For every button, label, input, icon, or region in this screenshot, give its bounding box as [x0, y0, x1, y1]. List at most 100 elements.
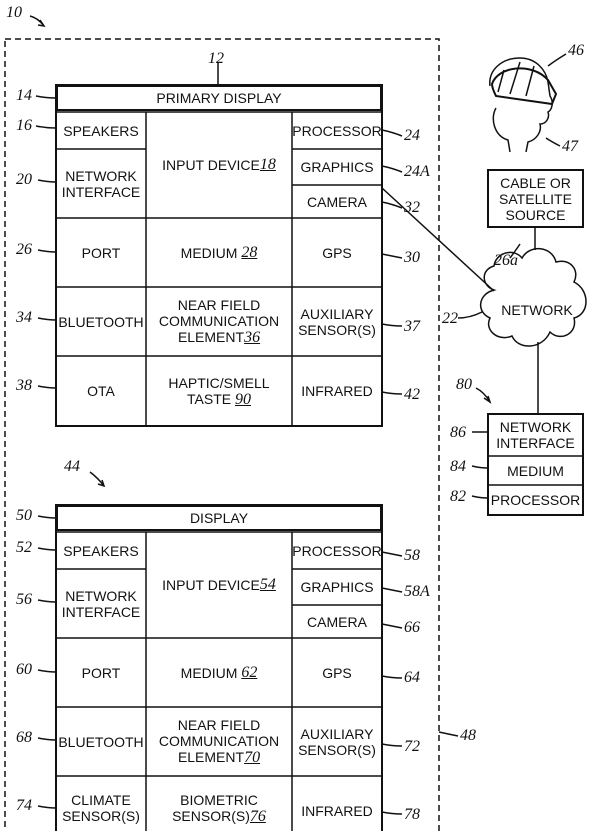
server-box: [487, 413, 584, 516]
server-ni-label-1: NETWORK: [499, 419, 572, 435]
ref-ota: 38: [16, 377, 32, 394]
nfc-block-2: NEAR FIELD COMMUNICATION ELEMENT70: [146, 707, 292, 776]
graphics-label: GRAPHICS: [300, 159, 374, 175]
nfc-label-1: NEAR FIELD: [177, 297, 261, 313]
ref-speakers-1: 16: [16, 117, 32, 134]
camera-label: CAMERA: [307, 193, 367, 210]
infrared-label: INFRARED: [301, 803, 373, 819]
ref-second-device: 44: [64, 458, 80, 475]
ref-camera-2: 66: [404, 619, 420, 636]
network-label: NETWORK: [501, 302, 573, 318]
aux-sensor-block-2: AUXILIARY SENSOR(S): [292, 707, 382, 776]
ref-headset-user: 47: [562, 138, 578, 155]
camera-block-1: CAMERA: [292, 185, 382, 218]
nfc-block-1: NEAR FIELD COMMUNICATION ELEMENT36: [146, 287, 292, 356]
processor-block-1: PROCESSOR: [292, 112, 382, 149]
server-medium-block: MEDIUM: [488, 456, 583, 485]
medium-block-2: MEDIUM 62: [146, 638, 292, 707]
ref-network: 22: [442, 310, 458, 327]
medium-label: MEDIUM: [180, 664, 238, 681]
ref-primary-device: 12: [208, 50, 224, 67]
aux-label-1: AUXILIARY: [300, 725, 374, 742]
ref-server-processor: 82: [450, 488, 466, 505]
haptic-label-2: TASTE: [187, 390, 232, 407]
nfc-label-1: NEAR FIELD: [177, 717, 261, 733]
camera-block-2: CAMERA: [292, 605, 382, 638]
biometric-ref: 76: [249, 808, 266, 825]
aux-label-1: AUXILIARY: [300, 305, 374, 322]
ref-network-interface-1: 20: [16, 171, 32, 188]
cable-label-1: CABLE OR: [500, 174, 571, 191]
ref-port-1: 26: [16, 241, 32, 258]
gps-label: GPS: [322, 244, 352, 261]
ref-infrared-1: 42: [404, 386, 420, 403]
speakers-label: SPEAKERS: [63, 122, 139, 139]
aux-sensor-block-1: AUXILIARY SENSOR(S): [292, 287, 382, 356]
medium-block-1: MEDIUM 28: [146, 218, 292, 287]
ref-server-network-interface: 86: [450, 424, 466, 441]
cable-label-2: SATELLITE: [499, 190, 572, 207]
server-network-interface-block: NETWORK INTERFACE: [488, 414, 583, 456]
ref-infrared-2: 78: [404, 806, 420, 823]
haptic-label-1: HAPTIC/SMELL: [168, 374, 270, 391]
graphics-label: GRAPHICS: [300, 579, 374, 595]
ref-camera-1: 32: [404, 199, 420, 216]
network-interface-label-1: NETWORK: [65, 587, 137, 604]
graphics-block-1: GRAPHICS: [292, 149, 382, 185]
display-block-2: DISPLAY: [56, 505, 382, 531]
ref-display-2: 50: [16, 507, 32, 524]
biometric-label-1: BIOMETRIC: [180, 792, 258, 808]
processor-label: PROCESSOR: [292, 542, 382, 559]
system-frame: [4, 38, 440, 831]
climate-block: CLIMATE SENSOR(S): [56, 776, 146, 831]
input-device-label: INPUT DEVICE: [162, 157, 260, 173]
network-interface-block-1: NETWORK INTERFACE: [56, 149, 146, 218]
nfc-label-3: ELEMENT: [177, 329, 245, 345]
gps-label: GPS: [322, 664, 352, 681]
cable-source-box: [487, 169, 584, 228]
ref-server: 80: [456, 376, 472, 393]
ref-aux-2: 72: [404, 738, 420, 755]
primary-display-label: PRIMARY DISPLAY: [156, 90, 282, 106]
primary-display-block: PRIMARY DISPLAY: [56, 85, 382, 111]
cable-source-block: CABLE OR SATELLITE SOURCE: [488, 170, 583, 227]
ref-headset: 46: [568, 42, 584, 59]
haptic-ref: 90: [234, 390, 251, 408]
graphics-block-2: GRAPHICS: [292, 569, 382, 605]
port-block-2: PORT: [56, 638, 146, 707]
biometric-block: BIOMETRIC SENSOR(S)76: [146, 776, 292, 831]
ref-primary-display: 14: [16, 87, 32, 104]
port-label: PORT: [81, 664, 121, 681]
network-block: NETWORK: [496, 298, 578, 322]
ref-cable-source: 26a: [494, 252, 518, 269]
nfc-ref: 70: [244, 749, 261, 766]
ref-server-medium: 84: [450, 458, 466, 475]
ref-bluetooth-2: 68: [16, 729, 32, 746]
infrared-block-1: INFRARED: [292, 356, 382, 426]
infrared-label: INFRARED: [301, 383, 373, 399]
ref-gps-2: 64: [404, 669, 420, 686]
speakers-block-2: SPEAKERS: [56, 532, 146, 569]
ref-graphics-2: 58A: [404, 583, 430, 600]
gps-block-1: GPS: [292, 218, 382, 287]
camera-label: CAMERA: [307, 613, 367, 630]
ref-gps-1: 30: [404, 249, 420, 266]
network-interface-label-1: NETWORK: [65, 167, 137, 184]
server-ni-label-2: INTERFACE: [496, 435, 575, 451]
ref-port-2: 60: [16, 661, 32, 678]
haptic-block: HAPTIC/SMELL TASTE 90: [146, 356, 292, 426]
network-interface-label-2: INTERFACE: [61, 183, 141, 200]
gps-block-2: GPS: [292, 638, 382, 707]
medium-label: MEDIUM: [180, 244, 238, 261]
ref-second-device-frame: 48: [460, 727, 476, 744]
nfc-label-2: COMMUNICATION: [158, 733, 280, 749]
bluetooth-label: BLUETOOTH: [58, 313, 144, 330]
network-cloud: [480, 248, 587, 347]
speakers-block-1: SPEAKERS: [56, 112, 146, 149]
input-device-ref: 18: [259, 156, 276, 173]
network-interface-block-2: NETWORK INTERFACE: [56, 569, 146, 638]
aux-label-2: SENSOR(S): [298, 741, 376, 758]
ref-system: 10: [6, 4, 22, 21]
